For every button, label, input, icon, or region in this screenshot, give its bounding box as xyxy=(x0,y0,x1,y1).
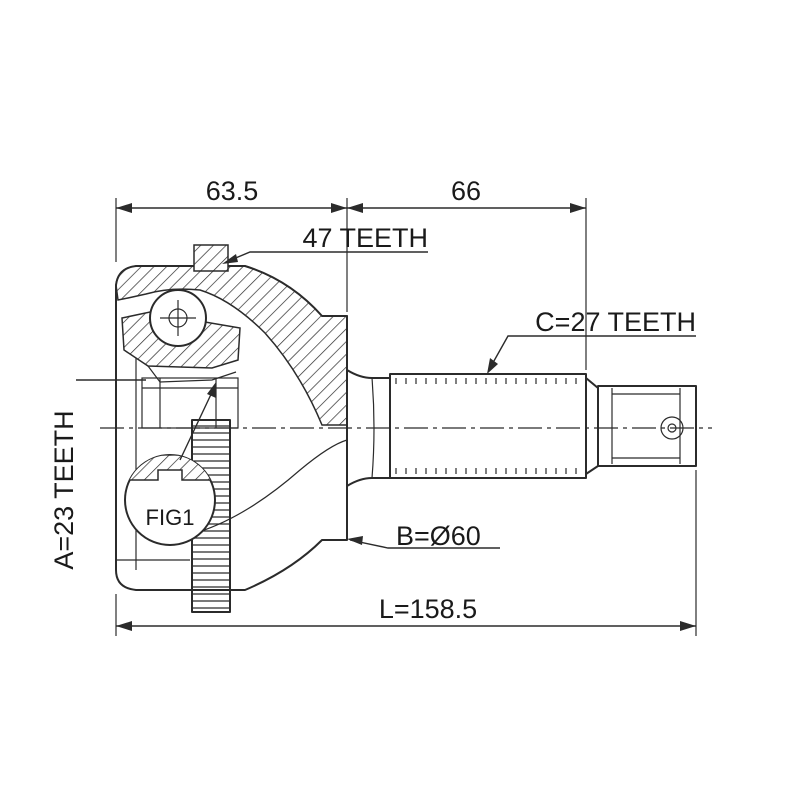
dim-outer-length-label: 63.5 xyxy=(206,176,259,206)
shaft-spline-section xyxy=(389,373,587,479)
shaft-shoulder xyxy=(585,377,599,475)
seal-diameter-label: B=Ø60 xyxy=(396,521,481,551)
shaft-spline-lines xyxy=(395,378,577,474)
shaft-spline-label: C=27 TEETH xyxy=(535,307,696,337)
dim-shaft-length-label: 66 xyxy=(451,176,481,206)
tone-ring-top-teeth xyxy=(193,244,229,272)
leader-lines xyxy=(76,251,696,549)
inner-race-assembly xyxy=(121,289,241,429)
fig1-label: FIG1 xyxy=(146,505,195,530)
drive-shaft xyxy=(346,369,697,487)
threaded-stub xyxy=(597,385,697,467)
inner-spline-label: A=23 TEETH xyxy=(49,410,79,569)
outer-spline-label: 47 TEETH xyxy=(302,223,428,253)
cage-lower-link xyxy=(147,365,237,383)
dimension-lines xyxy=(115,198,697,636)
housing-outline xyxy=(115,265,348,591)
total-length-label: L=158.5 xyxy=(379,594,477,624)
